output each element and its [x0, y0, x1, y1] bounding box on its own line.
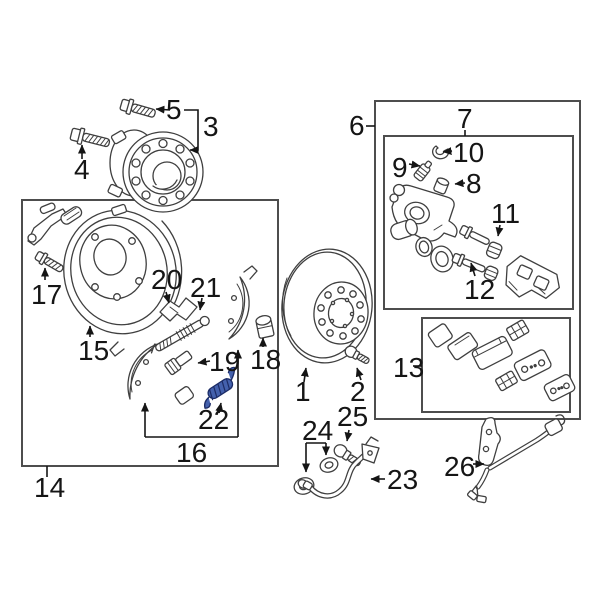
part-guide-pin-upper — [459, 225, 490, 245]
box-group-7 — [383, 135, 574, 310]
part-brake-shoe-right — [227, 265, 258, 340]
part-guide-pin-bushing-upper — [485, 241, 503, 260]
part-operating-lever — [159, 297, 198, 322]
callout-23-label[interactable]: 23 — [387, 464, 419, 495]
part-caliper-bracket — [505, 255, 560, 300]
callout-4-label[interactable]: 4 — [74, 154, 90, 185]
callout-14-label[interactable]: 14 — [34, 472, 66, 503]
part-piston-seal — [415, 236, 433, 258]
part-brake-pad-set — [427, 319, 576, 402]
part-sealing-washer-upper — [319, 457, 339, 473]
part-wheel-hub-bearing — [107, 129, 204, 213]
part-shoe-adjuster — [164, 350, 193, 376]
callout-12-label[interactable]: 12 — [464, 274, 496, 305]
part-guide-pin-bushing-lower — [483, 265, 499, 281]
callout-2-label[interactable]: 2 — [350, 376, 366, 407]
callout-24-label[interactable]: 24 — [302, 415, 334, 446]
part-dust-boot — [430, 245, 454, 273]
part-rotor-screw — [344, 345, 370, 365]
part-shoe-return-spring-highlighted[interactable] — [194, 366, 245, 409]
callout-18-label[interactable]: 18 — [250, 344, 282, 375]
part-caliper-piston — [390, 218, 418, 241]
callout-20-label[interactable]: 20 — [151, 264, 183, 295]
part-hub-bolt-long — [69, 127, 111, 148]
callout-17-label[interactable]: 17 — [31, 279, 63, 310]
part-backing-plate — [63, 203, 183, 335]
part-abs-speed-sensor — [466, 414, 566, 504]
part-bleeder-screw — [413, 160, 433, 182]
part-adjuster-piston — [255, 315, 275, 339]
box-group-6 — [374, 100, 581, 420]
callout-21-label[interactable]: 21 — [190, 272, 222, 303]
callout-25-label[interactable]: 25 — [337, 401, 369, 432]
callout-26-label[interactable]: 26 — [444, 451, 476, 482]
leader-lines — [41, 105, 504, 483]
box-group-13 — [421, 317, 571, 413]
callout-9-label[interactable]: 9 — [392, 152, 408, 183]
callout-15-label[interactable]: 15 — [78, 335, 110, 366]
callout-1-label[interactable]: 1 — [295, 376, 311, 407]
part-adjuster-strut — [150, 315, 210, 354]
part-brake-shoe-left — [109, 341, 159, 400]
callout-6-label[interactable]: 6 — [349, 110, 365, 141]
callout-10-label[interactable]: 10 — [453, 137, 485, 168]
callout-11-label[interactable]: 11 — [491, 198, 521, 229]
callout-16-label[interactable]: 16 — [176, 437, 208, 468]
callout-7-label[interactable]: 7 — [457, 103, 473, 134]
part-shoe-hold-block — [174, 386, 195, 405]
callout-8-label[interactable]: 8 — [466, 168, 482, 199]
part-mounting-bolt-17 — [34, 251, 64, 273]
part-brake-rotor — [281, 248, 373, 364]
callout-13-label[interactable]: 13 — [393, 352, 425, 383]
part-guide-pin-lower — [451, 252, 486, 273]
callout-22-label[interactable]: 22 — [198, 404, 230, 435]
callout-5-label[interactable]: 5 — [166, 94, 182, 125]
part-lever-and-clips — [27, 202, 83, 246]
callout-3-label[interactable]: 3 — [203, 111, 219, 142]
part-hub-bolt-short — [119, 98, 156, 118]
callout-19-label[interactable]: 19 — [209, 346, 241, 377]
part-brake-hose — [297, 436, 380, 499]
part-bleeder-cap — [433, 177, 450, 195]
